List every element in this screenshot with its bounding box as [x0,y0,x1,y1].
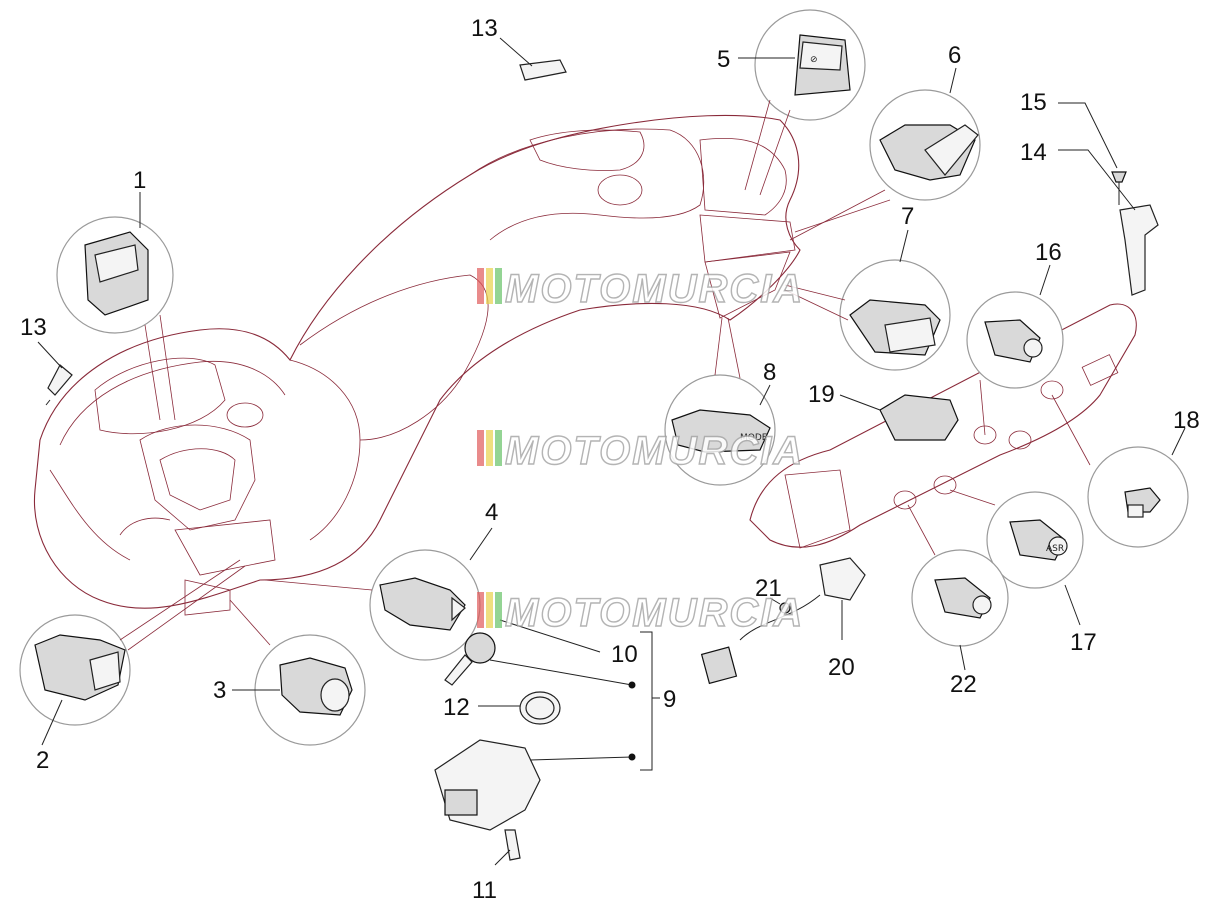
part-1-switch [84,231,149,316]
label-11: 11 [472,877,497,904]
watermark-bottom: MOTOMURCIA [477,590,804,636]
label-1: 1 [133,167,146,194]
label-14: 14 [1020,139,1047,166]
label-3: 3 [213,677,226,704]
asr-label: ASR [1046,544,1064,554]
label-16: 16 [1035,239,1062,266]
part-6-switch [879,124,979,181]
part-21-screw [769,597,791,614]
part-number-labels: 1 2 3 4 5 6 7 8 9 10 11 12 13 13 14 15 1… [20,15,1200,904]
label-10: 10 [611,641,638,668]
part-15-screw [1058,102,1127,205]
watermark-text-top: MOTOMURCIA [505,267,804,311]
label-19: 19 [808,381,835,408]
watermark-text-middle: MOTOMURCIA [505,429,804,473]
part-13b-bulb [37,341,73,406]
part-7-switch [849,299,941,356]
connector-lines [119,99,1091,651]
part-2-switch [34,634,126,701]
part-10-key [444,619,601,686]
part-22-switch [934,577,992,619]
label-2: 2 [36,747,49,774]
label-6: 6 [948,42,961,69]
label-leaders [41,57,1186,746]
label-8: 8 [763,359,776,386]
switch-panel [749,303,1137,549]
label-18: 18 [1173,407,1200,434]
label-12: 12 [443,694,470,721]
watermark-middle: MOTOMURCIA [477,428,804,474]
part-14-switch [1058,149,1159,296]
part-12-ring [478,691,561,725]
label-22: 22 [950,671,977,698]
label-9: 9 [663,686,676,713]
label-5: 5 [717,46,730,73]
mode-label: MODE [740,433,768,443]
svg-text:⊘: ⊘ [810,55,818,65]
part-17-switch: ASR [1009,519,1068,561]
part-13a-bulb [499,37,567,81]
label-13a: 13 [471,15,498,42]
part-18-knob [1124,487,1161,518]
label-13b: 13 [20,314,47,341]
label-7: 7 [901,203,914,230]
part-9-ignition [434,631,660,831]
part-20-sensor [700,557,866,685]
watermark-text-bottom: MOTOMURCIA [505,591,804,635]
part-11-bolt [494,829,521,866]
part-5-switch: ⊘ [794,34,851,96]
part-8-switch: MODE [671,409,771,453]
label-17: 17 [1070,629,1097,656]
label-20: 20 [828,654,855,681]
handlebar-cover [33,114,801,616]
watermark-top: MOTOMURCIA [477,266,804,312]
label-21: 21 [755,575,782,602]
label-4: 4 [485,499,498,526]
part-16-switch [984,319,1043,363]
part-19-switch [839,394,959,441]
part-4-switch [379,577,466,631]
label-15: 15 [1020,89,1047,116]
part-3-switch [279,657,353,716]
